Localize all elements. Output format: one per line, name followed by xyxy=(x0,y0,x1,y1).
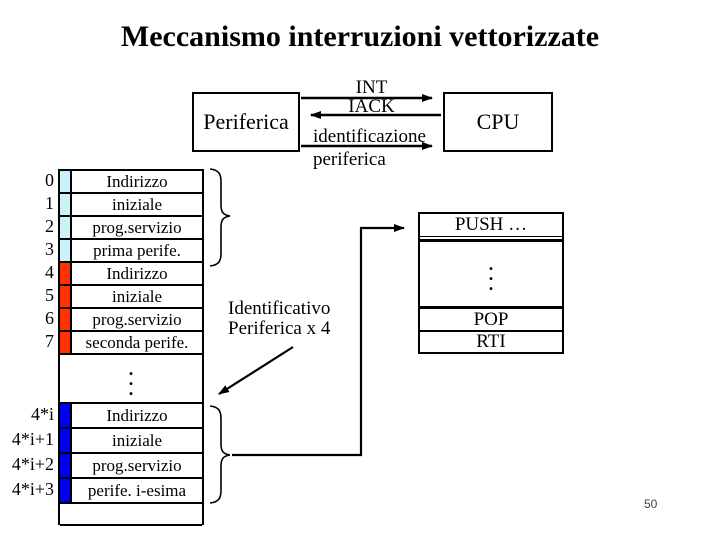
iack-signal-label: IACK xyxy=(348,96,395,117)
vector-table-row: Indirizzo xyxy=(60,263,202,286)
routine-ellipsis: . . . xyxy=(420,244,562,304)
vector-table-row: iniziale xyxy=(60,194,202,217)
vector-entry-color-cell xyxy=(60,454,72,477)
address-label: 3 xyxy=(45,238,54,259)
interrupt-vector-table: Indirizzo iniziale prog.servizio prima peri… xyxy=(58,169,204,526)
vector-entry-color-cell xyxy=(60,404,72,427)
vector-entry-color-cell xyxy=(60,479,72,502)
identificativo-annotation: Identificativo Periferica x 4 xyxy=(228,299,330,339)
vector-entry-text: prog.servizio xyxy=(92,455,182,475)
vector-entry-text: prog.servizio xyxy=(92,309,182,329)
vector-table-row: prog.servizio xyxy=(60,217,202,240)
vector-table-row: perife. i-esima xyxy=(60,479,202,504)
cpu-box-label: CPU xyxy=(476,109,520,134)
identificativo-arrow xyxy=(218,346,294,395)
vector-entry-text: Indirizzo xyxy=(106,171,168,191)
thick-divider-top xyxy=(420,239,562,242)
vector-entry-color-cell xyxy=(60,240,72,261)
vector-entry-text: Indirizzo xyxy=(106,405,168,425)
ellipsis-dot: . xyxy=(488,264,494,284)
vector-entry-color-cell xyxy=(60,332,72,353)
push-row: PUSH … xyxy=(420,214,562,237)
brace-ith-periferica xyxy=(209,405,231,504)
vector-table-row: prima perife. xyxy=(60,240,202,263)
service-routine-box: PUSH … . . . POP RTI xyxy=(418,212,564,354)
pop-row: POP xyxy=(420,309,562,332)
address-label: 4 xyxy=(45,261,54,282)
periferica-box-label: Periferica xyxy=(203,109,289,134)
address-label: 7 xyxy=(45,330,54,351)
vector-table-row: seconda perife. xyxy=(60,332,202,355)
vector-table-continuation xyxy=(60,504,202,526)
vector-entry-text: perife. i-esima xyxy=(87,480,187,500)
ellipsis-dot: . xyxy=(488,274,494,294)
push-label: PUSH … xyxy=(454,214,528,235)
vector-table-row: iniziale xyxy=(60,286,202,309)
vector-entry-text: iniziale xyxy=(111,430,163,450)
address-label: 6 xyxy=(45,307,54,328)
address-label: 0 xyxy=(45,169,54,190)
periferica-signal-label: periferica xyxy=(313,149,386,170)
vector-entry-color-cell xyxy=(60,286,72,307)
ellipsis-dot: . xyxy=(128,368,134,389)
identificazione-label: identificazione xyxy=(313,126,426,147)
address-label: 2 xyxy=(45,215,54,236)
address-label: 4*i xyxy=(30,403,54,424)
ellipsis-dot: . xyxy=(128,378,134,399)
address-label: 4*i+1 xyxy=(11,428,54,449)
vector-table-row: Indirizzo xyxy=(60,171,202,194)
vector-table-row: prog.servizio xyxy=(60,454,202,479)
pop-label: POP xyxy=(473,308,509,330)
slide-title: Meccanismo interruzioni vettorizzate xyxy=(120,20,600,53)
rti-label: RTI xyxy=(476,331,506,352)
rti-row: RTI xyxy=(420,331,562,352)
thick-divider-bottom xyxy=(420,306,562,309)
address-label: 5 xyxy=(45,284,54,305)
vector-entry-color-cell xyxy=(60,217,72,238)
address-label: 4*i+3 xyxy=(11,478,54,499)
vector-entry-text: Indirizzo xyxy=(106,263,168,283)
vector-entry-color-cell xyxy=(60,171,72,192)
vector-entry-text: prog.servizio xyxy=(92,217,182,237)
vector-entry-text: iniziale xyxy=(111,194,163,214)
periferica-box: Periferica xyxy=(192,92,300,152)
address-label: 1 xyxy=(45,192,54,213)
vector-entry-color-cell xyxy=(60,309,72,330)
vector-entry-color-cell xyxy=(60,194,72,215)
vector-to-routine-arrow xyxy=(232,224,405,457)
vector-entry-color-cell xyxy=(60,263,72,284)
address-label: 4*i+2 xyxy=(11,453,54,474)
vector-entry-text: iniziale xyxy=(111,286,163,306)
vector-table-row: prog.servizio xyxy=(60,309,202,332)
identificativo-annotation-line2: Periferica x 4 xyxy=(228,318,331,339)
cpu-box: CPU xyxy=(443,92,553,152)
vector-table-row: Indirizzo xyxy=(60,404,202,429)
vector-entry-color-cell xyxy=(60,429,72,452)
vector-entry-text: prima perife. xyxy=(93,240,181,260)
identificativo-annotation-line1: Identificativo xyxy=(228,298,331,319)
int-signal-label: INT xyxy=(355,77,388,98)
vector-table-ellipsis-row: ... xyxy=(60,355,202,404)
ellipsis-dot: . xyxy=(488,254,494,274)
page-number: 50 xyxy=(644,497,658,511)
brace-first-periferica xyxy=(209,168,231,267)
ellipsis-dot: . xyxy=(128,358,134,379)
vector-table-row: iniziale xyxy=(60,429,202,454)
vector-entry-text: seconda perife. xyxy=(85,332,189,352)
